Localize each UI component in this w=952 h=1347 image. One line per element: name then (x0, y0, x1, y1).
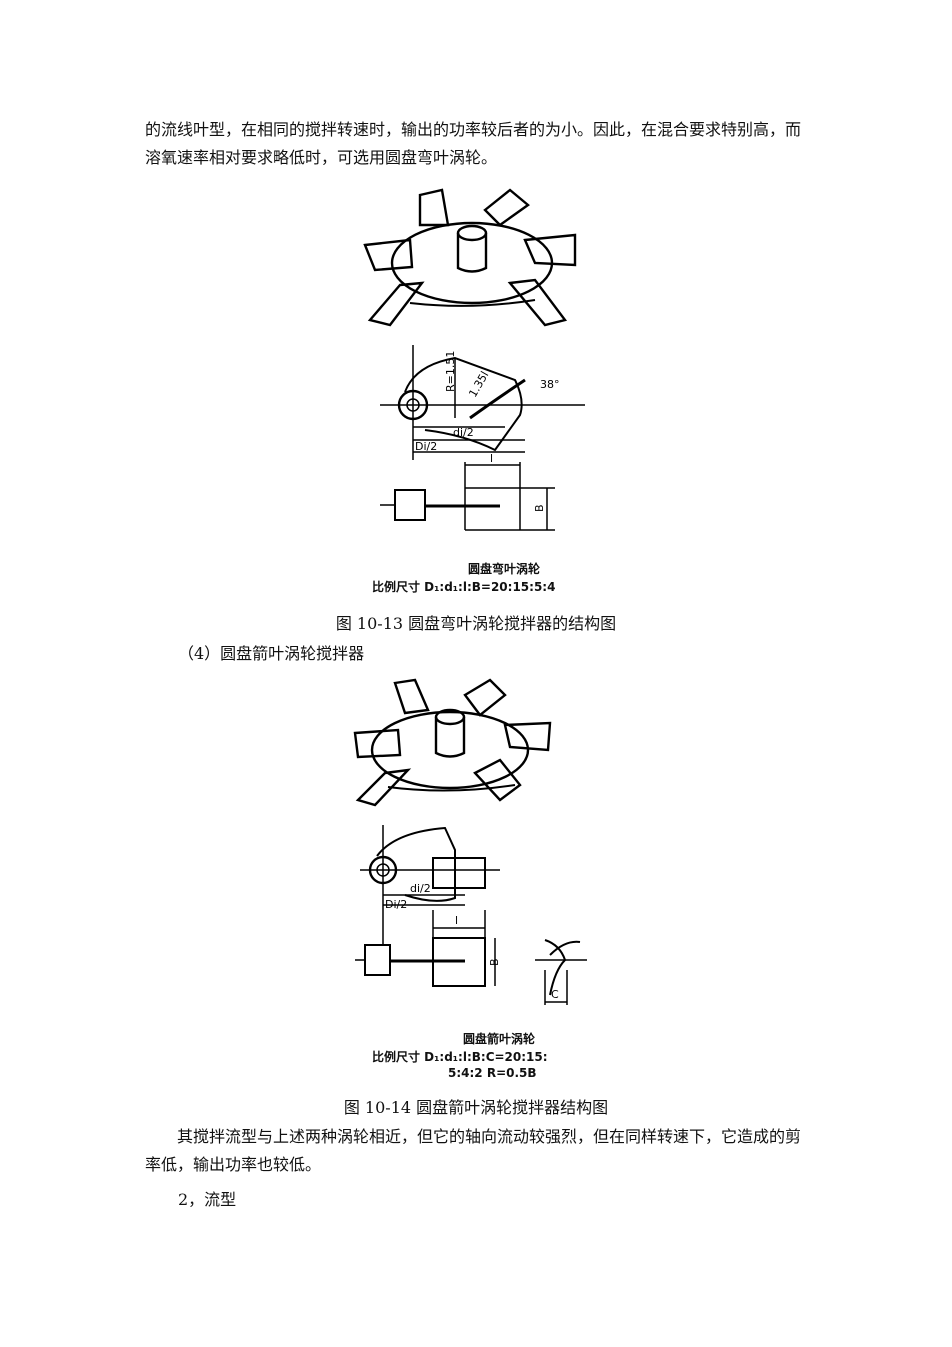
label-r151: R=1.51 (444, 351, 457, 392)
figure-1013-dimension-drawing: R=1.51 1.35l 38° di/2 Di/2 l B (380, 345, 585, 531)
label-di2: di/2 (453, 426, 474, 439)
figure-1014-dimension-drawing: di/2 Di/2 l B C (355, 825, 587, 1005)
figure-1013-title: 圆盘弯叶涡轮 (468, 562, 541, 576)
caption-figure-1013: 图 10-13 圆盘弯叶涡轮搅拌器的结构图 (335, 614, 617, 633)
subheading-4: （4）圆盘箭叶涡轮搅拌器 (178, 644, 365, 663)
figure-1014-ratio-1: 比例尺寸 D₁:d₁:l:B:C=20:15: (372, 1050, 548, 1064)
section-heading-2: 2，流型 (178, 1190, 237, 1209)
label-di2: di/2 (410, 882, 431, 895)
label-B: B (533, 504, 546, 512)
figure-1014-title: 圆盘箭叶涡轮 (463, 1032, 536, 1046)
paragraph-bottom: 其搅拌流型与上述两种涡轮相近，但它的轴向流动较强烈，但在同样转速下，它造成的剪率… (145, 1127, 802, 1174)
figure-1014-ratio-2: 5:4:2 R=0.5B (448, 1066, 537, 1080)
label-l: l (455, 914, 458, 927)
label-angle: 38° (540, 378, 560, 391)
label-Di2: Di/2 (415, 440, 437, 453)
label-Di2: Di/2 (385, 898, 407, 911)
label-l: l (490, 452, 493, 465)
figure-1013-ratio: 比例尺寸 D₁:d₁:l:B=20:15:5:4 (372, 580, 556, 594)
label-C: C (551, 988, 559, 1001)
figure-1014-impeller-3d (353, 678, 552, 807)
caption-figure-1014: 图 10-14 圆盘箭叶涡轮搅拌器结构图 (343, 1098, 609, 1117)
label-B: B (488, 958, 501, 966)
label-r135: 1.35l (466, 369, 491, 399)
paragraph-top: 的流线叶型，在相同的搅拌转速时，输出的功率较后者的为小。因此，在混合要求特别高，… (145, 120, 802, 167)
figure-1013-impeller-3d (363, 188, 577, 327)
